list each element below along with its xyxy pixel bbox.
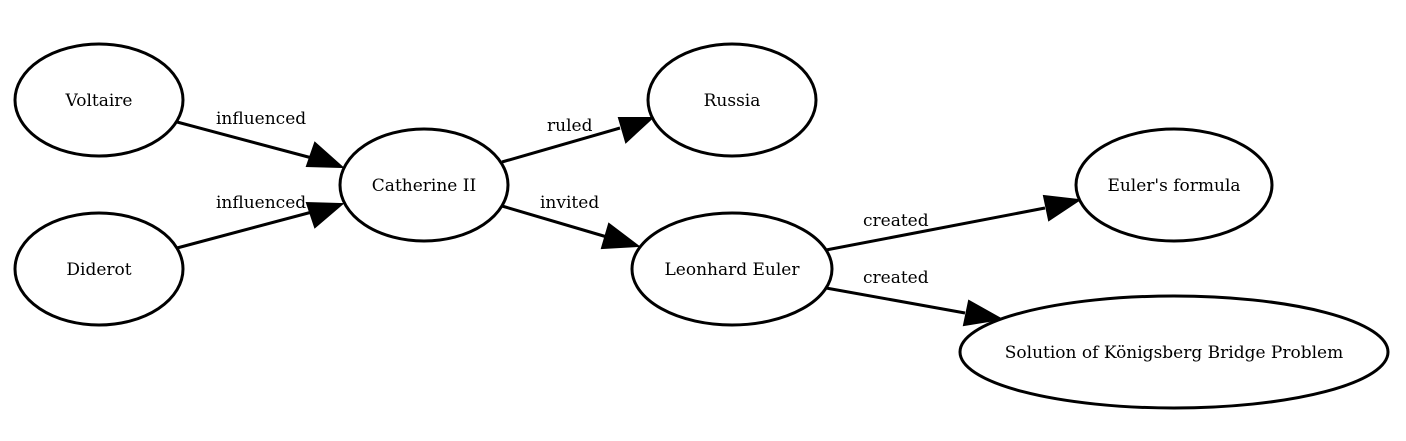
node-label: Catherine II [372, 176, 476, 196]
node-russia[interactable]: Russia [646, 42, 818, 158]
edge-label: ruled [547, 116, 593, 136]
arrowhead [962, 299, 1004, 327]
node-konigsberg-solution[interactable]: Solution of Königsberg Bridge Problem [958, 294, 1390, 410]
node-diderot[interactable]: Diderot [13, 211, 185, 327]
node-eulers-formula[interactable]: Euler's formula [1074, 127, 1274, 243]
edge-euler-formula: created [825, 194, 1082, 252]
node-label: Leonhard Euler [664, 260, 800, 280]
node-label: Euler's formula [1107, 176, 1240, 196]
edge-voltaire-catherine: influenced [176, 109, 345, 169]
edge-catherine-euler: invited [501, 193, 641, 250]
edge-diderot-catherine: influenced [176, 193, 345, 250]
node-label: Solution of Königsberg Bridge Problem [1005, 343, 1343, 363]
edge-label: created [863, 268, 929, 288]
arrowhead [305, 201, 345, 229]
edge-label: influenced [216, 109, 306, 129]
node-label: Russia [704, 91, 761, 111]
node-label: Diderot [66, 260, 131, 280]
edge-label: invited [540, 193, 599, 213]
arrowhead [617, 117, 655, 144]
node-voltaire[interactable]: Voltaire [13, 42, 185, 158]
edge-label: influenced [216, 193, 306, 213]
arrowhead [600, 222, 641, 250]
arrowhead [305, 141, 345, 169]
edge-euler-konigsberg: created [825, 268, 1004, 327]
edge-label: created [863, 211, 929, 231]
node-euler[interactable]: Leonhard Euler [630, 211, 834, 327]
edge-catherine-russia: ruled [501, 116, 655, 164]
arrowhead [1042, 194, 1082, 222]
node-catherine[interactable]: Catherine II [338, 127, 510, 243]
node-label: Voltaire [65, 91, 133, 111]
